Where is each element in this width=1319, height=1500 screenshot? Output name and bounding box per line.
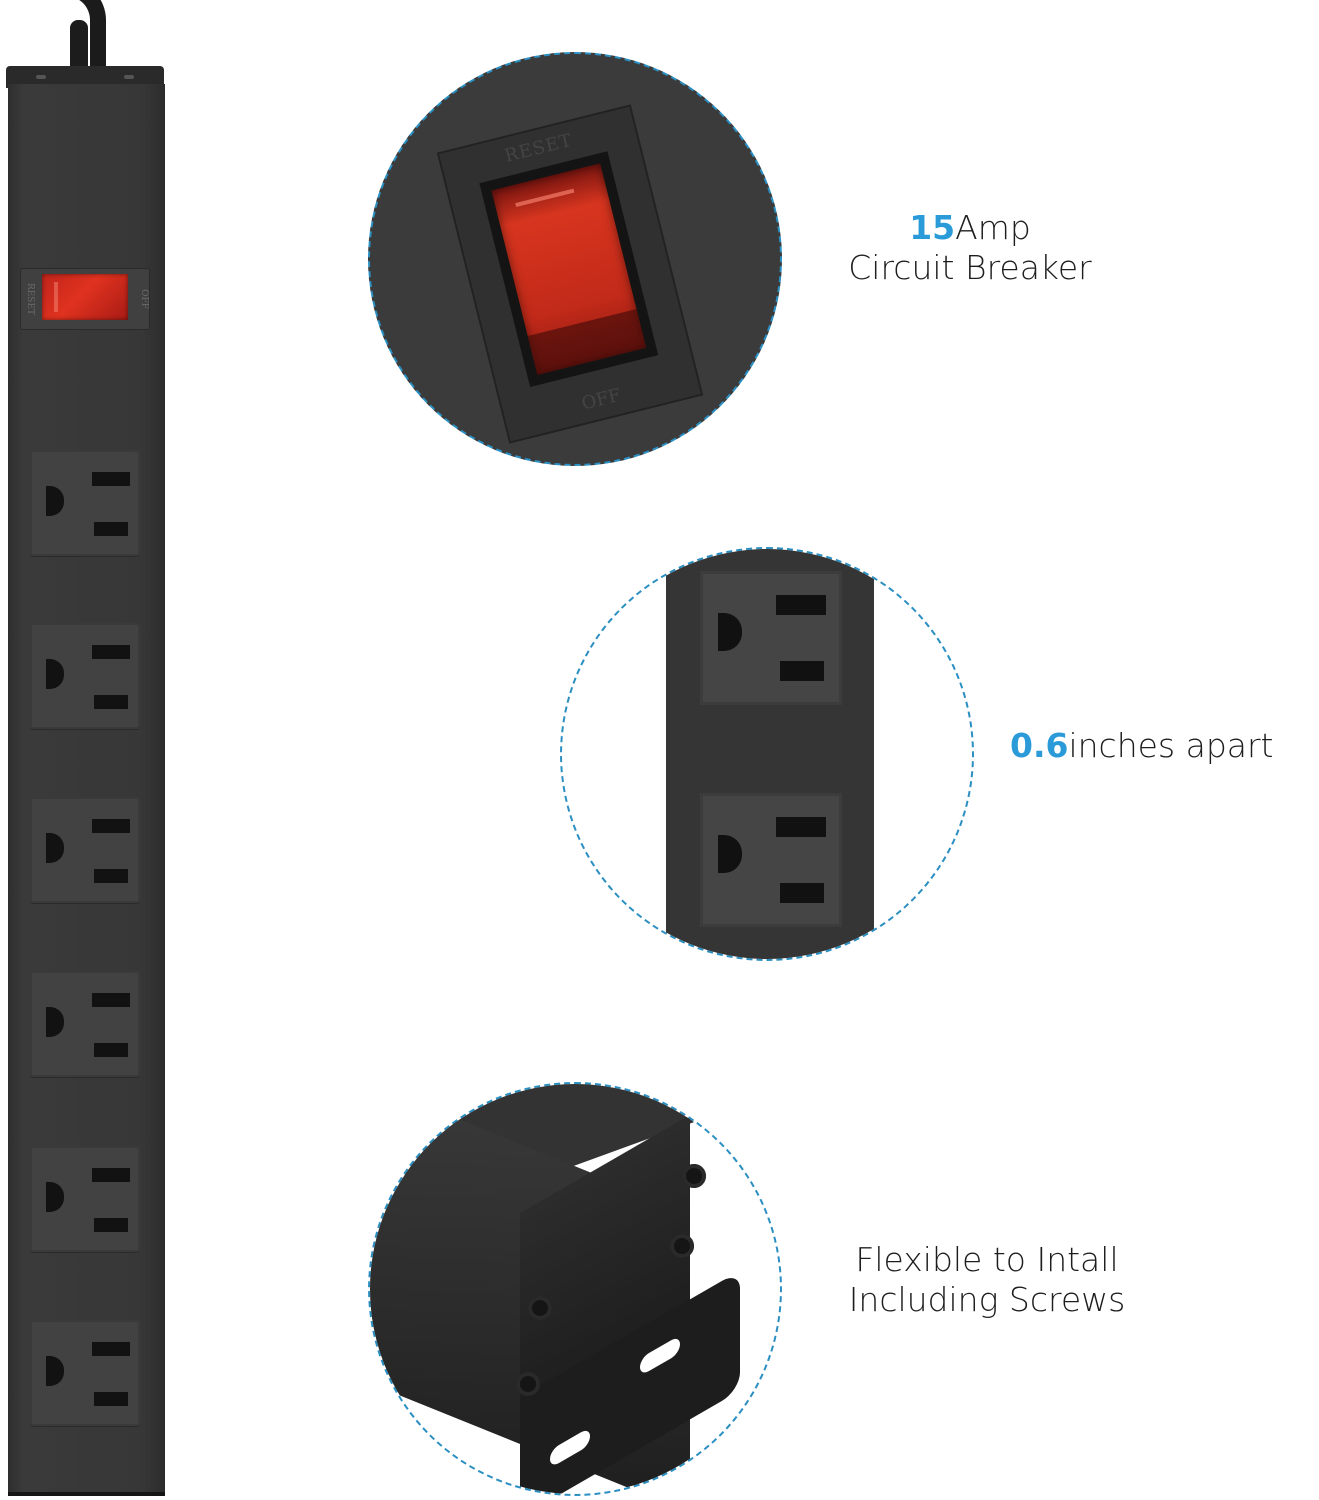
ground-hole-icon	[46, 1182, 64, 1212]
red-rocker-icon	[491, 163, 646, 374]
outlet-1	[30, 450, 140, 556]
mounting-caption: Flexible to Intall Including Screws	[812, 1240, 1162, 1321]
strip-end-cap	[6, 66, 164, 88]
outlet-5	[30, 1146, 140, 1252]
slot-icon	[94, 522, 128, 536]
slot-icon	[92, 472, 130, 486]
slot-icon	[780, 883, 824, 903]
breaker-closeup-circle: RESET OFF	[368, 52, 782, 466]
screw-icon	[124, 75, 134, 79]
breaker-caption: 15Amp Circuit Breaker	[820, 208, 1120, 289]
ground-hole-icon	[46, 486, 64, 516]
strip-section	[666, 549, 874, 959]
keyhole-icon	[640, 1335, 680, 1377]
ground-hole-icon	[46, 833, 64, 863]
slot-icon	[94, 1218, 128, 1232]
outlet-3	[30, 797, 140, 903]
power-cord-base	[70, 20, 88, 80]
outlet-closeup-1	[700, 571, 842, 705]
spacing-value: 0.6	[1010, 726, 1069, 765]
ground-hole-icon	[46, 1007, 64, 1037]
slot-icon	[94, 695, 128, 709]
keyhole-icon	[550, 1427, 590, 1469]
slot-icon	[776, 817, 826, 837]
reset-label: RESET	[25, 282, 36, 316]
slot-icon	[92, 1168, 130, 1182]
mounting-bracket-circle	[368, 1082, 782, 1496]
outlet-4	[30, 971, 140, 1077]
amp-unit: Amp	[955, 208, 1031, 247]
red-rocker-icon	[42, 274, 128, 320]
outlet-closeup-2	[700, 793, 842, 927]
amp-value: 15	[909, 208, 956, 247]
ground-hole-icon	[46, 1356, 64, 1386]
slot-icon	[92, 1342, 130, 1356]
screw-icon	[528, 1296, 552, 1320]
off-label: OFF	[139, 289, 150, 309]
screw-icon	[516, 1372, 540, 1396]
power-cord	[66, 0, 106, 80]
slot-icon	[92, 993, 130, 1007]
outlet-6	[30, 1320, 140, 1426]
spacing-caption: 0.6inches apart	[1010, 726, 1319, 766]
slot-icon	[94, 1392, 128, 1406]
slot-icon	[94, 1043, 128, 1057]
spacing-unit: inches apart	[1068, 726, 1274, 765]
circuit-breaker-switch[interactable]: RESET OFF	[20, 268, 150, 330]
breaker-label: Circuit Breaker	[848, 248, 1092, 288]
ground-hole-icon	[718, 835, 742, 873]
slot-icon	[780, 661, 824, 681]
screw-icon	[670, 1234, 694, 1258]
outlet-2	[30, 623, 140, 729]
screw-icon	[36, 75, 46, 79]
slot-icon	[92, 819, 130, 833]
slot-icon	[94, 869, 128, 883]
ground-hole-icon	[718, 613, 742, 651]
slot-icon	[776, 595, 826, 615]
breaker-bezel: RESET OFF	[437, 104, 704, 443]
screw-icon	[682, 1164, 706, 1188]
mounting-line-1: Flexible to Intall	[855, 1240, 1119, 1279]
slot-icon	[92, 645, 130, 659]
mounting-line-2: Including Screws	[848, 1280, 1126, 1320]
outlet-spacing-circle	[560, 547, 974, 961]
ground-hole-icon	[46, 659, 64, 689]
